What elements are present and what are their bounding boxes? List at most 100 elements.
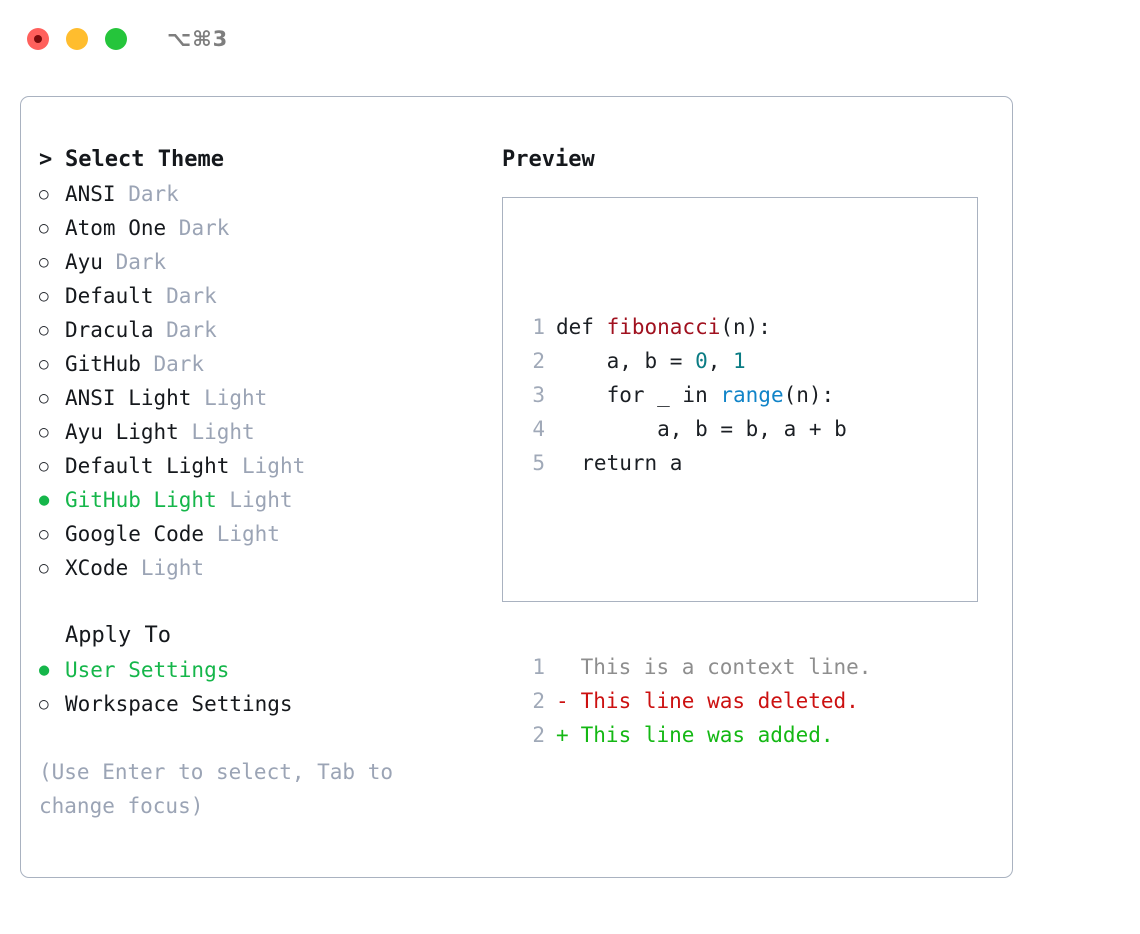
theme-option-google-code[interactable]: ○Google Code Light (39, 517, 489, 551)
radio-unselected-icon: ○ (39, 388, 49, 407)
code-token: a, b = (556, 349, 696, 373)
option-label: XCode (65, 556, 129, 580)
theme-option-ansi[interactable]: ○ ANSI Dark (39, 177, 489, 211)
option-variant-label: Light (191, 386, 268, 410)
section-spacer (39, 585, 489, 619)
radio-unselected-icon: ○ (39, 252, 49, 271)
radio-unselected-icon: ○ (39, 456, 49, 475)
option-label: Google Code (65, 522, 205, 546)
select-theme-heading: > Select Theme (39, 143, 489, 177)
theme-option-dracula[interactable]: ○ Dracula Dark (39, 313, 489, 347)
code-token: , (707, 349, 734, 373)
apply-to-heading: > Apply To (39, 619, 489, 653)
code-line: 4 a, b = b, a + b (519, 412, 871, 446)
radio-unselected-icon: ○ (39, 320, 49, 339)
option-variant-label: Dark (153, 284, 217, 308)
code-token: def (556, 315, 607, 339)
option-variant-label: Light (216, 488, 293, 512)
diff-marker-icon (556, 650, 568, 684)
radio-unselected-icon: ○ (39, 286, 49, 305)
apply-option-workspace-settings[interactable]: ○Workspace Settings (39, 687, 489, 721)
option-variant-label: Dark (153, 318, 217, 342)
theme-option-xcode[interactable]: ○ XCode Light (39, 551, 489, 585)
theme-option-ansi-light[interactable]: ○ANSI Light Light (39, 381, 489, 415)
line-number: 2 (532, 689, 545, 713)
title-bar: ⌥⌘3 (0, 0, 1140, 78)
radio-unselected-icon: ○ (39, 184, 49, 203)
code-blank-line (519, 548, 871, 582)
option-label: Dracula (65, 318, 154, 342)
select-theme-title: Select Theme (65, 147, 224, 172)
line-number: 2 (532, 349, 545, 373)
diff-marker-icon: + (556, 723, 569, 747)
line-number: 1 (532, 315, 545, 339)
line-number: 4 (532, 417, 545, 441)
theme-option-atom-one[interactable]: ○ Atom One Dark (39, 211, 489, 245)
theme-option-github[interactable]: ○ GitHub Dark (39, 347, 489, 381)
option-label: ANSI (65, 182, 116, 206)
line-number: 2 (532, 723, 545, 747)
line-number: 5 (532, 451, 545, 475)
option-label: User Settings (65, 658, 230, 682)
options-column: > Select Theme ○ANSI Dark○Atom One Dark○… (39, 143, 489, 823)
radio-unselected-icon: ○ (39, 354, 49, 373)
line-number: 1 (532, 655, 545, 679)
theme-option-github-light[interactable]: ● GitHub Light Light (39, 483, 489, 517)
code-line: 3 for _ in range(n): (519, 378, 871, 412)
option-variant-label: Light (178, 420, 255, 444)
option-variant-label: Dark (140, 352, 205, 376)
code-token: 0 (695, 349, 708, 373)
code-token: fibonacci (606, 315, 721, 339)
code-line: 5 return a (519, 446, 871, 480)
radio-unselected-icon: ○ (39, 558, 49, 577)
theme-option-default[interactable]: ○ Default Dark (39, 279, 489, 313)
diff-line: 2 + This line was added. (519, 718, 871, 752)
option-variant-label: Dark (166, 216, 230, 240)
option-label: Ayu Light (65, 420, 179, 444)
option-label: Default (65, 284, 154, 308)
line-number: 3 (532, 383, 545, 407)
close-button[interactable] (27, 28, 49, 50)
diff-text: This is a context line. (568, 655, 872, 679)
keyboard-hint-text: (Use Enter to select, Tab to change focu… (39, 760, 406, 818)
close-icon (34, 35, 42, 43)
maximize-button[interactable] (105, 28, 127, 50)
option-variant-label: Light (128, 556, 205, 580)
option-variant-label: Dark (115, 182, 179, 206)
option-variant-label: Light (204, 522, 280, 546)
code-token: 1 (733, 349, 746, 373)
focus-caret-icon: > (39, 147, 53, 172)
option-variant-label: Dark (102, 250, 167, 274)
option-label: Default Light (65, 454, 230, 478)
theme-picker-dialog: > Select Theme ○ANSI Dark○Atom One Dark○… (20, 96, 1013, 878)
code-token: return a (556, 451, 683, 475)
code-token: for _ in (556, 383, 721, 407)
radio-selected-icon: ● (39, 660, 50, 680)
preview-title: Preview (502, 147, 595, 172)
diff-text: This line was added. (568, 723, 834, 747)
apply-to-title: Apply To (65, 623, 171, 648)
radio-unselected-icon: ○ (39, 694, 49, 713)
radio-unselected-icon: ○ (39, 218, 49, 237)
theme-option-default-light[interactable]: ○Default Light Light (39, 449, 489, 483)
minimize-button[interactable] (66, 28, 88, 50)
code-line: 2 a, b = 0, 1 (519, 344, 871, 378)
diff-text: This line was deleted. (568, 689, 859, 713)
option-label: GitHub (65, 352, 141, 376)
apply-option-user-settings[interactable]: ● User Settings (39, 653, 489, 687)
theme-option-ayu-light[interactable]: ○Ayu Light Light (39, 415, 489, 449)
theme-option-ayu[interactable]: ○Ayu Dark (39, 245, 489, 279)
keyboard-shortcut-label: ⌥⌘3 (167, 27, 229, 51)
code-token: range (720, 383, 784, 407)
code-token: (n): (783, 383, 835, 407)
option-label: Atom One (65, 216, 167, 240)
option-label: GitHub Light (65, 488, 217, 512)
diff-sample: 1 This is a context line. 2- This line wa… (519, 650, 871, 752)
diff-marker-icon: - (556, 689, 569, 713)
radio-selected-icon: ● (39, 490, 50, 510)
